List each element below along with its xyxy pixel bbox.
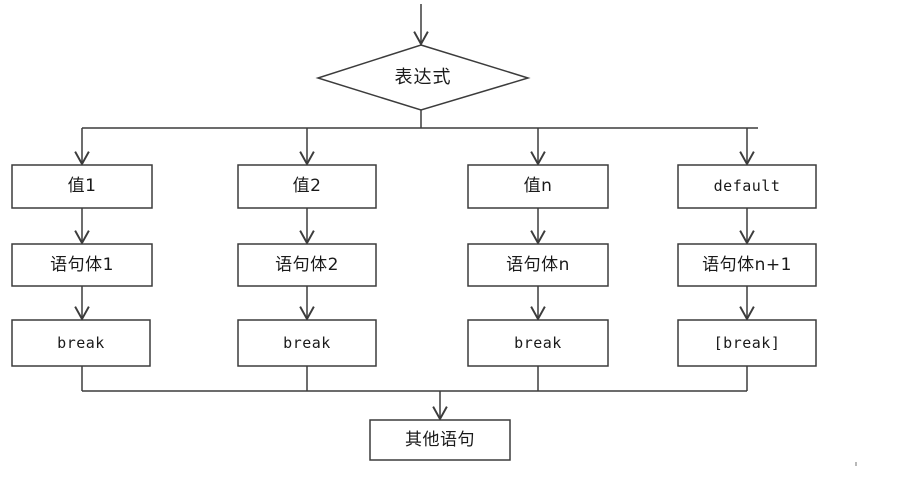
case-box-2 [237, 164, 377, 209]
body-box-3 [467, 243, 609, 287]
body-box-1 [11, 243, 153, 287]
exit-box [369, 419, 511, 461]
break-box-3 [467, 319, 609, 367]
break-box-4 [677, 319, 817, 367]
decision-diamond [315, 44, 531, 111]
case-box-1 [11, 164, 153, 209]
case-box-3 [467, 164, 609, 209]
scan-artifact-speck [855, 462, 857, 466]
case-box-4 [677, 164, 817, 209]
body-box-4 [677, 243, 817, 287]
break-box-1 [11, 319, 151, 367]
break-box-2 [237, 319, 377, 367]
body-box-2 [237, 243, 377, 287]
